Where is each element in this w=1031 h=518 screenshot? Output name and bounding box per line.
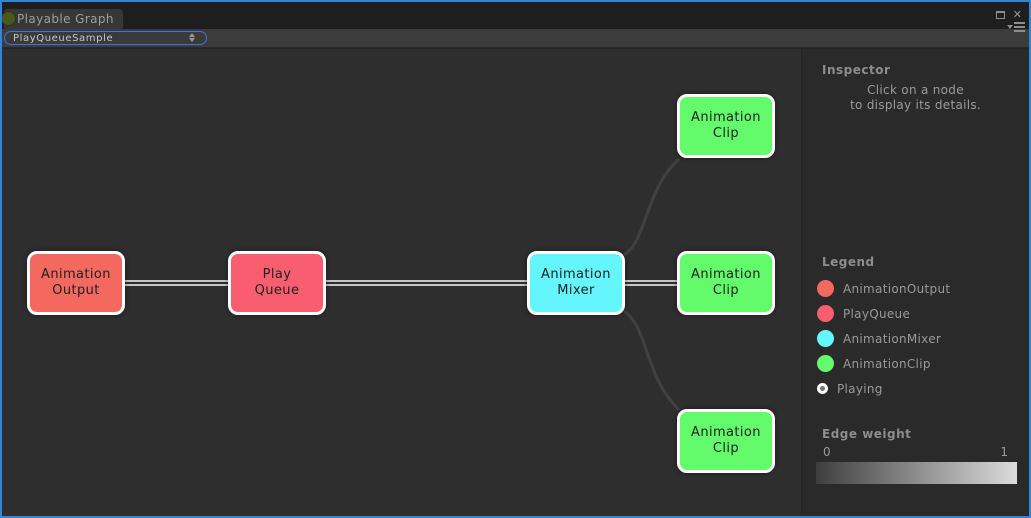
edge-weight-gradient xyxy=(816,462,1017,484)
green-dot-icon xyxy=(2,11,16,26)
node-animation-clip-top[interactable]: Animation Clip xyxy=(677,94,775,158)
dropdown-arrows-icon xyxy=(189,33,195,42)
playing-dot-icon xyxy=(817,383,828,394)
edges-layer xyxy=(125,157,681,412)
inspector-hint-line2: to display its details. xyxy=(849,98,982,112)
play-queue-dot-icon xyxy=(817,305,834,322)
tab-playable-graph[interactable]: Playable Graph xyxy=(4,9,123,29)
legend-title: Legend xyxy=(822,255,875,269)
node-animation-mixer[interactable]: Animation Mixer xyxy=(527,251,625,315)
edge-mixer-clip-top xyxy=(623,157,681,257)
legend-item-play-queue: PlayQueue xyxy=(802,301,1029,326)
edge-mixer-clip-bottom xyxy=(623,309,681,412)
legend-item-animation-clip: AnimationClip xyxy=(802,351,1029,376)
window-menu-icon[interactable] xyxy=(1007,22,1025,32)
edge-weight-scale: 0 1 xyxy=(802,445,1029,459)
tab-strip: Playable Graph ✕ xyxy=(2,2,1029,32)
hamburger-icon xyxy=(1014,22,1025,32)
edge-output-queue xyxy=(125,280,228,286)
graph-canvas[interactable]: Animation Output Play Queue Animation Mi… xyxy=(2,49,801,516)
graph-selector-dropdown[interactable]: PlayQueueSample xyxy=(4,31,207,45)
legend-label: AnimationClip xyxy=(843,356,931,371)
node-play-queue[interactable]: Play Queue xyxy=(228,251,326,315)
maximize-icon[interactable] xyxy=(995,11,1005,19)
close-icon[interactable]: ✕ xyxy=(1012,8,1022,21)
edge-queue-mixer xyxy=(326,280,527,286)
animation-mixer-dot-icon xyxy=(817,330,834,347)
node-animation-output[interactable]: Animation Output xyxy=(27,251,125,315)
animation-clip-dot-icon xyxy=(817,355,834,372)
animation-output-dot-icon xyxy=(817,280,834,297)
edge-weight-min: 0 xyxy=(823,445,831,459)
inspector-hint: Click on a node to display its details. xyxy=(802,83,1029,113)
legend-item-animation-output: AnimationOutput xyxy=(802,276,1029,301)
node-animation-clip-middle[interactable]: Animation Clip xyxy=(677,251,775,315)
legend-label: AnimationMixer xyxy=(843,331,942,346)
graph-selector-value: PlayQueueSample xyxy=(13,32,114,44)
legend-label: AnimationOutput xyxy=(843,281,951,296)
legend-label: PlayQueue xyxy=(843,306,911,321)
edge-weight-title: Edge weight xyxy=(822,427,912,441)
legend-label: Playing xyxy=(837,381,883,396)
edge-mixer-clip-middle xyxy=(625,280,677,286)
legend-item-playing: Playing xyxy=(802,376,1029,401)
node-animation-clip-bottom[interactable]: Animation Clip xyxy=(677,409,775,473)
toolbar: PlayQueueSample xyxy=(2,29,1029,48)
inspector-title: Inspector xyxy=(822,63,891,77)
legend-item-animation-mixer: AnimationMixer xyxy=(802,326,1029,351)
legend-list: AnimationOutput PlayQueue AnimationMixer… xyxy=(802,276,1029,401)
inspector-hint-line1: Click on a node xyxy=(867,83,964,97)
inspector-panel: Inspector Click on a node to display its… xyxy=(801,49,1029,516)
edge-weight-max: 1 xyxy=(1000,445,1008,459)
tab-label: Playable Graph xyxy=(17,12,114,26)
menu-triangle-icon xyxy=(1007,25,1013,29)
